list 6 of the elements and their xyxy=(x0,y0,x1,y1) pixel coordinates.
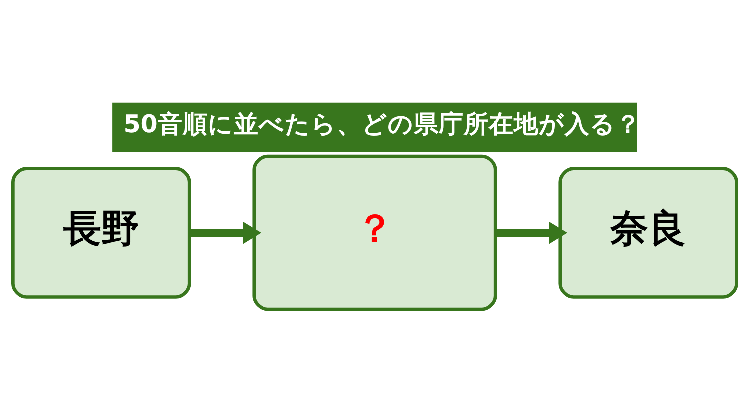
node-box: 長野 xyxy=(12,167,192,299)
node-box: ？ xyxy=(252,154,498,312)
diagram-title: 50音順に並べたら、どの県庁所在地が入る？ xyxy=(124,110,641,139)
node-box: 奈良 xyxy=(558,167,738,299)
arrow xyxy=(496,222,568,244)
arrow xyxy=(190,222,262,244)
